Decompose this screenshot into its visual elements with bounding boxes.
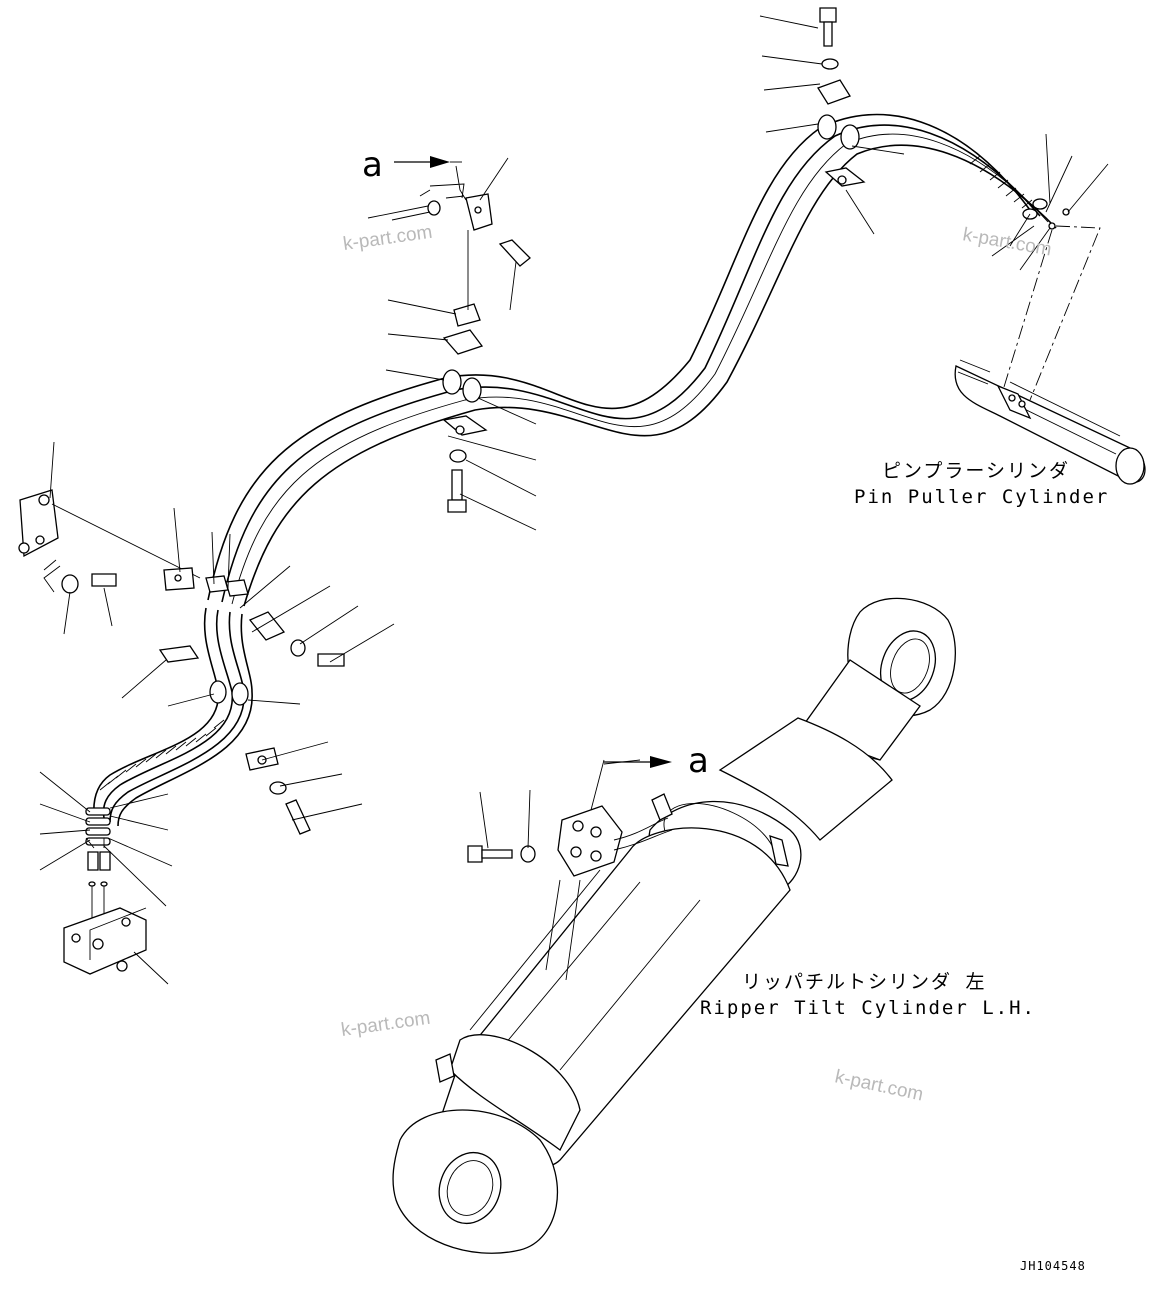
reference-a-cylinder: a (604, 741, 709, 781)
watermark: k-part.com (342, 222, 434, 255)
hose-clamps (85, 79, 1048, 846)
mounting-hardware (18, 7, 1070, 975)
ripper-tilt-label-en: Ripper Tilt Cylinder L.H. (700, 997, 1036, 1019)
phantom-lines (43, 165, 1101, 865)
watermark: k-part.com (833, 1066, 925, 1105)
arrow-icon (430, 156, 450, 168)
ripper-tilt-label-jp: リッパチルトシリンダ 左 (742, 971, 986, 993)
drawing-code: JH104548 (1020, 1259, 1086, 1273)
arrow-icon (650, 756, 672, 768)
leader-lines (39, 15, 1109, 985)
pin-puller-label-en: Pin Puller Cylinder (854, 486, 1109, 508)
ref-a-cylinder-label: a (688, 741, 709, 781)
pin-puller-label-jp: ピンプラーシリンダ (882, 460, 1070, 482)
ref-a-top-label: a (362, 145, 383, 185)
reference-a-top: a (362, 145, 462, 185)
hydraulic-hoses (93, 113, 1057, 827)
watermark: k-part.com (961, 224, 1053, 260)
pin-puller-cylinder (954, 359, 1146, 485)
ripper-tilt-cylinder (392, 597, 956, 1254)
watermark: k-part.com (340, 1008, 432, 1041)
labels: ピンプラーシリンダ Pin Puller Cylinder リッパチルトシリンダ… (700, 460, 1109, 1273)
